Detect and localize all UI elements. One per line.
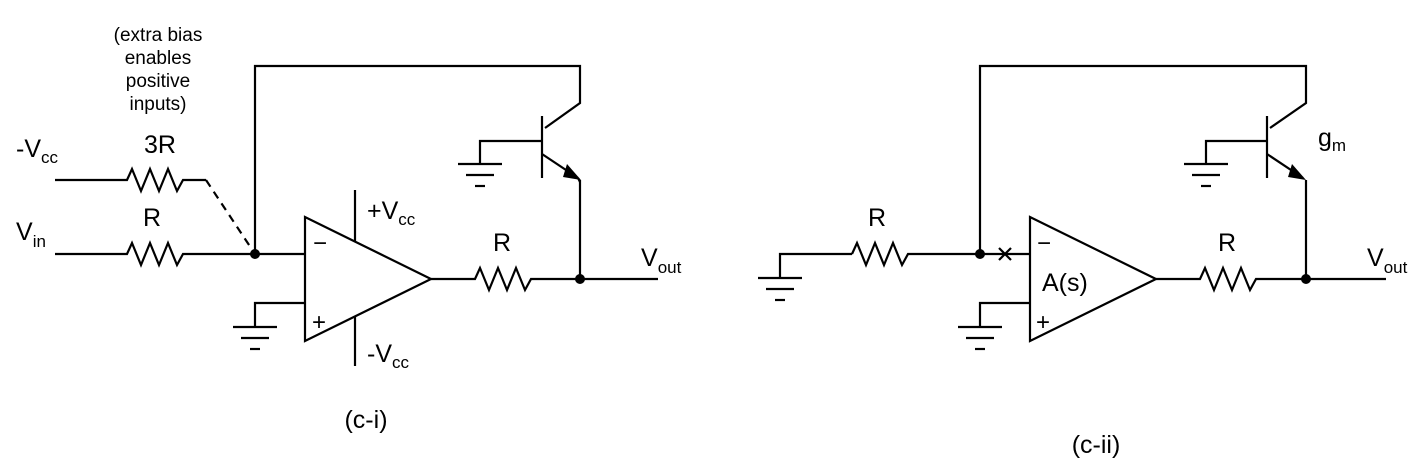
bias-note-line-1: (extra bias bbox=[114, 25, 203, 46]
feedback-wire-ii bbox=[978, 64, 1308, 254]
input-resistor-ii bbox=[850, 240, 1030, 268]
input-ground-wire bbox=[778, 252, 852, 278]
circuit-c-ii: R gm − + A(s) bbox=[758, 64, 1408, 459]
neg-supply-label: -Vcc bbox=[367, 340, 410, 372]
caption-c-ii: (c-ii) bbox=[1072, 431, 1121, 459]
noninverting-wire-ii bbox=[978, 301, 1030, 327]
input-resistor-label-ii: R bbox=[868, 204, 886, 232]
opamp-plus-sign: + bbox=[312, 309, 326, 336]
feedback-wire bbox=[253, 64, 582, 254]
bias-note-line-3: positive bbox=[126, 71, 190, 92]
opamp-triangle bbox=[303, 215, 434, 343]
noninverting-wire bbox=[253, 301, 305, 327]
opamp-ground-icon bbox=[233, 325, 277, 351]
output-node bbox=[575, 274, 585, 284]
bias-resistor-label: 3R bbox=[144, 131, 176, 159]
input-ground-icon bbox=[758, 276, 802, 302]
output-node-ii bbox=[1301, 274, 1311, 284]
bias-dashed-connection bbox=[205, 179, 256, 255]
opamp-plus-sign-ii: + bbox=[1036, 309, 1050, 336]
opamp-gain-label: A(s) bbox=[1042, 269, 1088, 297]
npn-transistor-ii bbox=[1204, 116, 1308, 279]
opamp-ground-icon-ii bbox=[958, 325, 1002, 351]
vout-label-ii: Vout bbox=[1367, 244, 1408, 277]
opamp-minus-sign: − bbox=[313, 230, 327, 257]
neg-vcc-input-label: -Vcc bbox=[16, 135, 59, 167]
transistor-base-ground-icon bbox=[458, 162, 502, 188]
emitter-arrow-icon bbox=[563, 164, 581, 180]
bias-resistor-3r bbox=[55, 166, 206, 194]
input-resistor-label: R bbox=[143, 204, 161, 232]
vin-label: Vin bbox=[16, 218, 46, 251]
break-point-x-icon bbox=[998, 247, 1012, 261]
npn-transistor bbox=[478, 116, 582, 279]
output-resistor-ii bbox=[1156, 265, 1386, 293]
emitter-arrow-icon-ii bbox=[1288, 164, 1306, 180]
output-resistor bbox=[431, 265, 658, 293]
vout-label: Vout bbox=[641, 244, 682, 277]
transistor-base-ground-icon-ii bbox=[1184, 162, 1228, 188]
opamp-minus-sign-ii: − bbox=[1037, 230, 1051, 257]
input-resistor bbox=[55, 240, 305, 268]
output-resistor-label-ii: R bbox=[1218, 229, 1236, 257]
circuit-c-i: (extra bias enables positive inputs) -Vc… bbox=[16, 25, 682, 434]
opamp-triangle-ii bbox=[1028, 215, 1159, 343]
caption-c-i: (c-i) bbox=[344, 406, 387, 434]
transistor-gm-label: gm bbox=[1318, 124, 1346, 155]
bias-note-line-4: inputs) bbox=[129, 94, 186, 115]
bias-note-line-2: enables bbox=[125, 48, 192, 69]
output-resistor-label: R bbox=[493, 229, 511, 257]
pos-supply-label: +Vcc bbox=[367, 197, 416, 229]
